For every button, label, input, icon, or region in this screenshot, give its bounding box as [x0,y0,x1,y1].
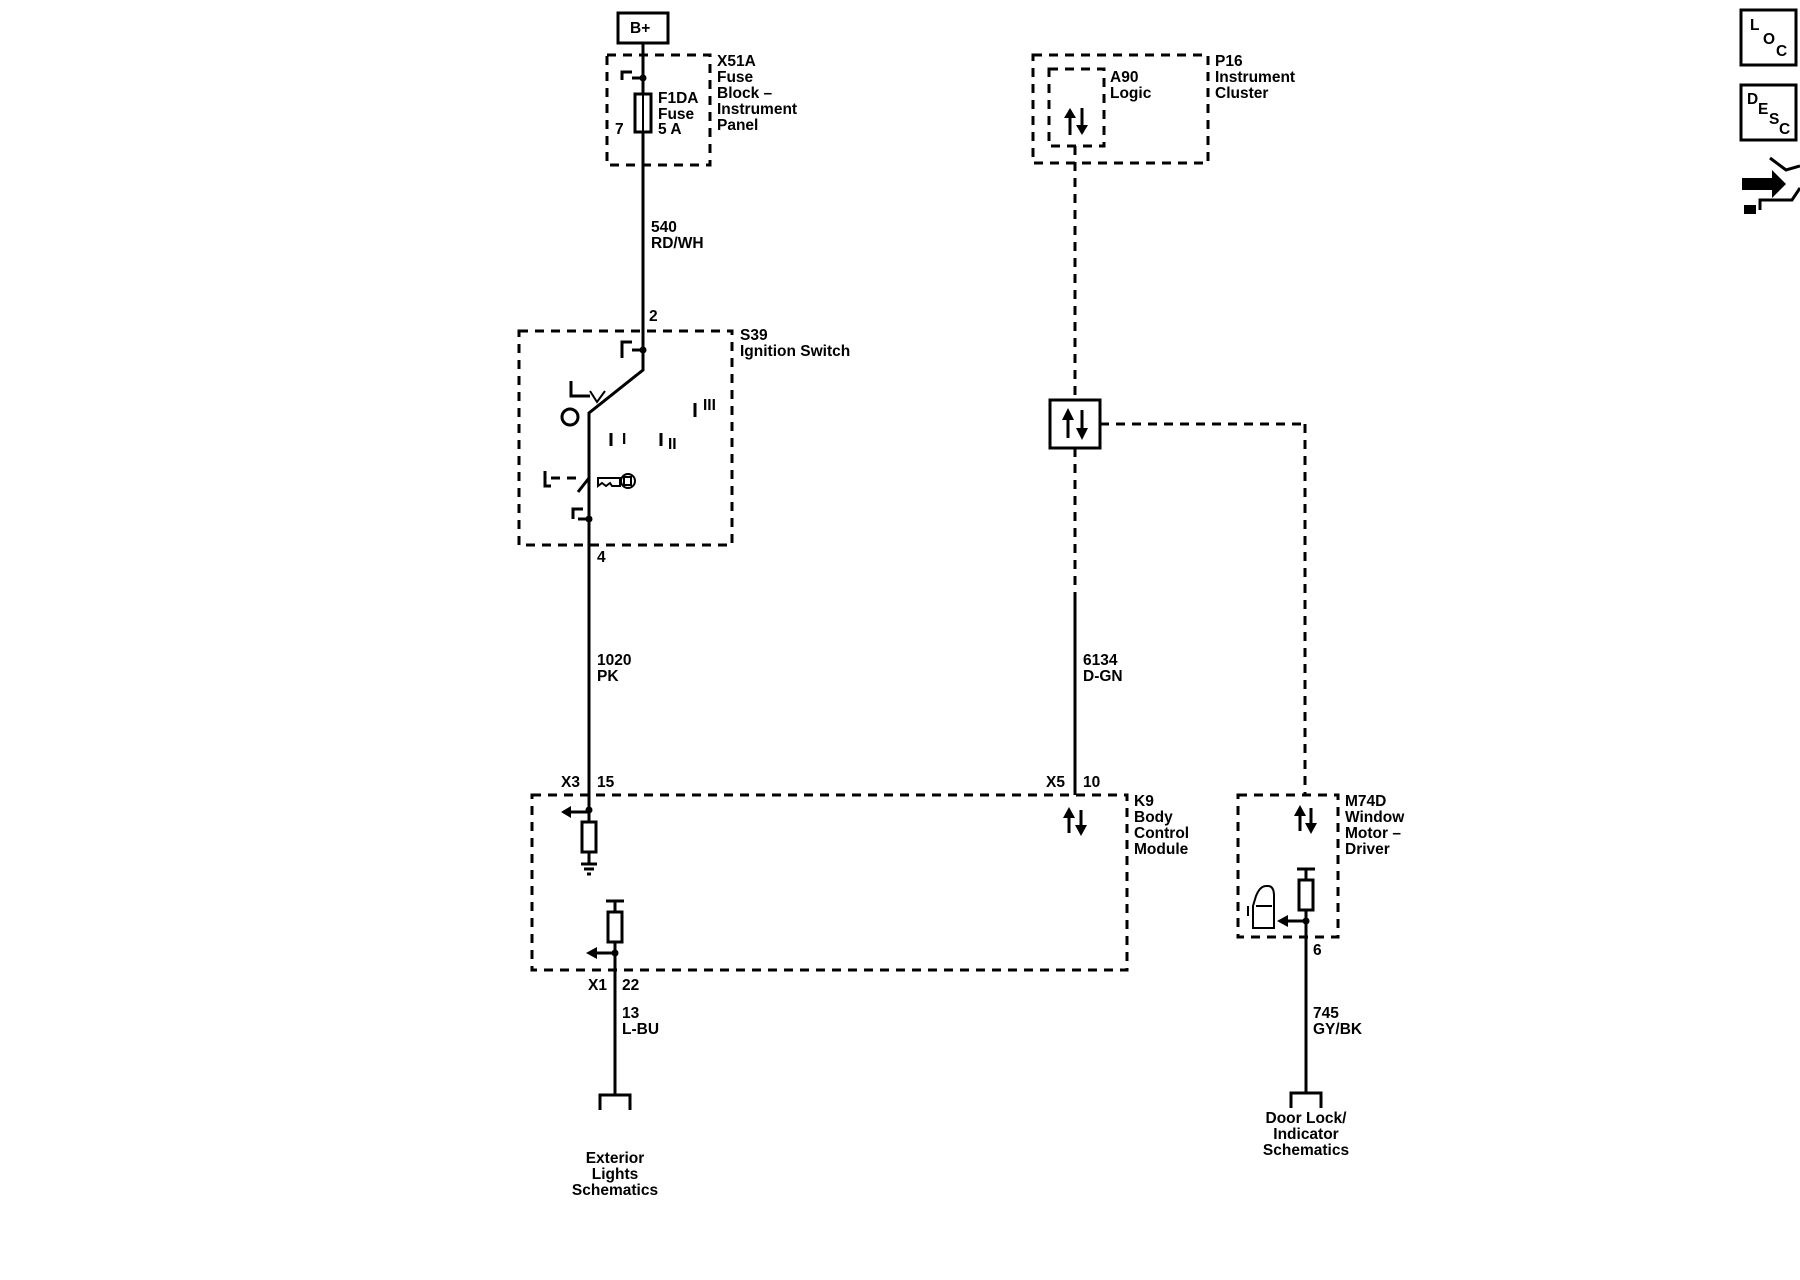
bidirectional-arrow-icon [1064,108,1088,135]
ignition-switch-id: S39 [740,327,768,344]
loc-icon[interactable]: L O C [1739,8,1798,67]
bcm-id: K9 [1134,793,1154,810]
fuse-block-name-1: Fuse [717,69,754,86]
pos-ii: II [668,436,677,453]
output-arrow-icon [1277,915,1288,927]
bcm-name-1: Body [1134,809,1173,826]
window-motor-m74d: M74D Window Motor – Driver [1236,793,1405,939]
fuse-pin: 7 [615,121,624,138]
bcm-conn-x5: X5 [1046,774,1065,791]
pos-iii: III [703,397,716,414]
resistor-icon [580,820,598,854]
logic-name: Logic [1110,85,1152,102]
bidirectional-arrow-icon [1294,805,1317,834]
logic-id: A90 [1110,69,1138,86]
fuse-block-name-2: Block – [717,85,773,102]
door-lock-3: Schematics [1263,1142,1349,1159]
wire-13-color: L-BU [622,1021,659,1038]
wire-6134-color: D-GN [1083,668,1123,685]
instrument-cluster-p16: P16 Instrument Cluster A90 Logic [1031,53,1295,165]
fuse-label-2: Fuse [658,106,695,123]
resistor-icon [1297,878,1315,912]
bcm-pin-22: 22 [622,977,639,994]
exterior-lights-1: Exterior [586,1150,645,1167]
bcm-name-3: Module [1134,841,1189,858]
wire-13-circuit: 13 [622,1005,640,1022]
desc-letter-s: S [1769,111,1779,128]
wire-540-circuit: 540 [651,219,677,236]
desc-letter-d: D [1747,91,1758,108]
loc-letter-o: O [1763,31,1775,48]
wire-540-color: RD/WH [651,235,704,252]
cluster-id: P16 [1215,53,1243,70]
loc-letter-c: C [1776,43,1787,60]
bidirectional-arrow-icon [1063,807,1087,836]
exterior-lights-3: Schematics [572,1182,658,1199]
fuse-block-name-3: Instrument [717,101,797,118]
bcm-name-2: Control [1134,825,1189,842]
wire-1020-color: PK [597,668,619,685]
ignition-switch-name: Ignition Switch [740,343,850,360]
b-plus-label: B+ [630,20,650,37]
ground-icon [581,862,597,876]
connector-hook-icon [571,507,583,519]
reference-bracket-icon [598,1093,632,1110]
fuse-block-name-4: Panel [717,117,758,134]
vehicle-door-icon [1247,885,1275,929]
switch-blade [576,350,645,493]
off-position-icon [560,407,580,427]
window-motor-pin: 6 [1313,942,1322,959]
desc-letter-e: E [1758,101,1768,118]
fuse-block-x51a: X51A Fuse Block – Instrument Panel F1DA … [605,53,797,167]
connector-hook-icon [620,340,632,358]
window-motor-name-3: Driver [1345,841,1390,858]
wire-745-circuit: 745 [1313,1005,1339,1022]
window-motor-name-1: Window [1345,809,1405,826]
resistor-icon [606,910,624,944]
ignition-switch-s39: 2 S39 Ignition Switch I II III [517,308,850,547]
reference-bracket-icon [1289,1091,1323,1108]
b-plus-terminal: B+ [616,11,670,45]
pos-i: I [622,431,626,448]
output-arrow-icon [586,947,597,959]
serial-data-splice-icon [1048,398,1102,450]
exterior-lights-2: Lights [592,1166,639,1183]
ignition-pin-in: 2 [649,308,658,325]
bcm-pin-10: 10 [1083,774,1100,791]
fuse-label-1: F1DA [658,90,698,107]
window-motor-id: M74D [1345,793,1386,810]
wire-1020-circuit: 1020 [597,652,631,669]
wire-745-color: GY/BK [1313,1021,1363,1038]
door-lock-2: Indicator [1273,1126,1338,1143]
connector-hook-icon [620,70,632,80]
body-control-module-k9: K9 Body Control Module X3 15 X5 10 X1 22 [530,774,1189,994]
door-lock-1: Door Lock/ [1266,1110,1348,1127]
desc-letter-c: C [1779,121,1790,138]
cluster-name-1: Instrument [1215,69,1295,86]
bcm-conn-x3: X3 [561,774,580,791]
window-motor-name-2: Motor – [1345,825,1401,842]
cluster-name-2: Cluster [1215,85,1268,102]
bcm-conn-x1: X1 [588,977,607,994]
fuse-block-id: X51A [717,53,756,70]
wire-6134-circuit: 6134 [1083,652,1118,669]
bcm-pin-15: 15 [597,774,615,791]
desc-icon[interactable]: D E S C [1739,83,1798,142]
fuse-label-3: 5 A [658,121,682,138]
ignition-pin-out: 4 [597,549,606,566]
loc-letter-l: L [1750,17,1759,34]
input-arrow-icon [561,806,571,818]
key-icon [597,473,636,489]
connector-end-view-icon[interactable] [1742,156,1800,214]
